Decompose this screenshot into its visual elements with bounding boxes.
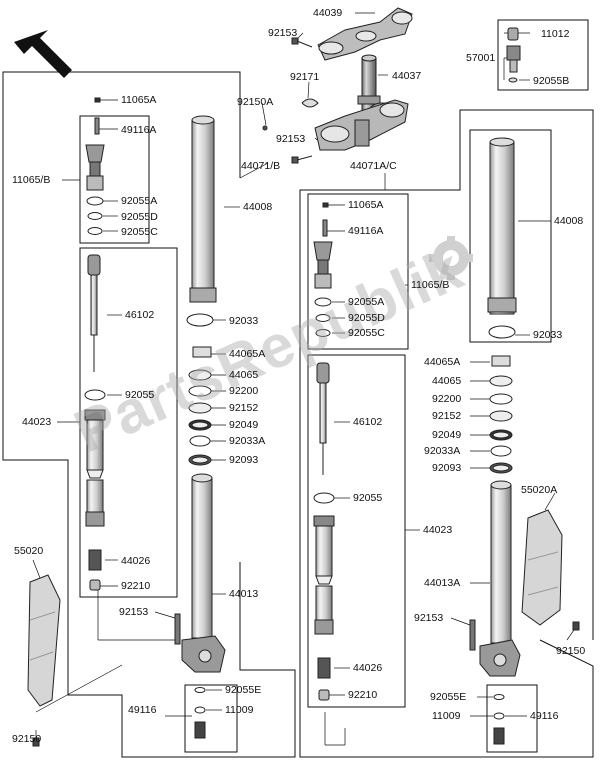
part-label: 44065A [424,356,461,368]
part-label: 92033A [229,435,266,447]
part-label: 44023 [22,416,52,428]
right-damper-cap-parts [313,202,333,337]
part-label: 49116 [530,710,559,722]
part-label: 92210 [121,580,151,592]
part-label: 44023 [423,524,453,536]
part-label: 92049 [229,419,259,431]
part-label: 11065/B [12,174,51,186]
part-label: 55020 [14,545,44,557]
part-label: 11065A [121,94,157,106]
small-parts-frame [497,19,589,91]
part-label: 92055A [121,195,158,207]
right-inner-tube [469,480,521,677]
top-triple-clamp [317,7,413,61]
part-label: 92055E [430,691,467,703]
part-label: 92055D [121,211,158,223]
part-label: 92055C [121,226,158,238]
part-label: 11009 [225,704,254,716]
right-seals-bushings [489,355,513,474]
right-bottom-bolts [493,694,505,745]
part-label: 92153 [268,27,298,39]
part-label: 92093 [432,462,462,474]
part-label: 92055B [533,75,570,87]
part-label: 92093 [229,454,259,466]
part-label: 44071/B [241,160,281,172]
part-label: 49116 [128,704,157,716]
part-label: 11009 [432,710,461,722]
part-label: 46102 [125,309,155,321]
part-label: 44008 [554,215,584,227]
part-label: 92033 [229,315,259,327]
right-fork-guard [521,509,580,631]
left-outer-tube [186,115,217,327]
part-label: 92055 [353,492,383,504]
bottom-triple-clamp [314,99,409,151]
left-damper-cap-parts [85,97,105,235]
part-label: 92150 [556,645,586,657]
part-label: 92153 [276,133,306,145]
left-damper-rod [84,254,106,591]
part-label: 44013A [424,577,461,589]
part-label: 44071A/C [350,160,397,172]
part-label: 92171 [290,71,320,83]
part-label: 92200 [432,393,462,405]
part-label: 49116A [348,225,384,237]
part-label: 92049 [432,429,462,441]
part-label: 92152 [432,410,462,422]
right-damper-rod [313,362,335,701]
part-label: 92033A [424,445,461,457]
left-seals-bushings [188,346,212,466]
part-label: 92055A [348,296,385,308]
leader-lines [32,12,577,746]
part-label: 92210 [348,689,378,701]
part-label: 92055D [348,312,385,324]
part-label: 92055 [125,389,155,401]
part-label: 44037 [392,70,422,82]
part-label: 44026 [121,555,151,567]
part-label: 92153 [414,612,444,624]
left-fork-frame [2,71,296,758]
part-label: 55020A [521,484,558,496]
part-label: 44039 [313,7,343,19]
part-label: 44065 [229,369,259,381]
clamp-bolts [262,37,319,164]
part-label: 49116A [121,124,157,136]
part-label: 92200 [229,385,259,397]
part-label: 44026 [353,662,383,674]
part-label: 92055C [348,327,385,339]
part-label: 44008 [243,201,273,213]
part-label: 11065A [348,199,384,211]
left-bottom-bolts [194,687,206,739]
front-direction-arrow-icon [14,30,72,78]
gear-stamp-icon [429,236,473,280]
part-label: 92153 [119,606,149,618]
part-label: 92055E [225,684,262,696]
left-fork-guard [27,574,61,747]
part-label: 57001 [466,52,496,64]
right-fork-frame [299,109,594,758]
part-label: 92033 [533,329,563,341]
part-label: 11065/B [411,279,450,291]
part-label: 44065A [229,348,266,360]
left-inner-tube [174,473,226,673]
part-label: 44013 [229,588,259,600]
part-label: 92150A [237,96,274,108]
part-label: 44065 [432,375,462,387]
small-fitting-parts [506,27,521,83]
part-label: 92150 [12,733,42,745]
part-label: 11012 [541,28,570,40]
part-label: 46102 [353,416,383,428]
right-outer-tube [487,137,517,339]
part-label: 92152 [229,402,259,414]
